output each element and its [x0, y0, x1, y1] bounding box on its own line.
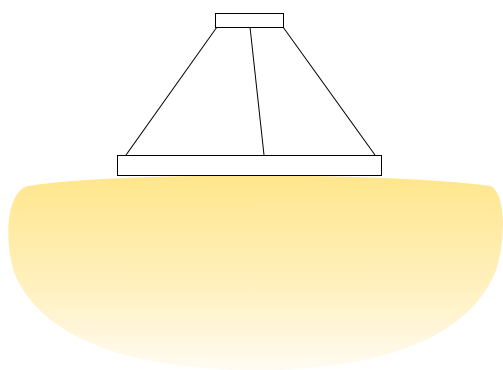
light-glow — [8, 176, 503, 370]
light-ring-fixture — [118, 156, 382, 176]
ceiling-canopy — [216, 14, 284, 28]
cable-right — [283, 27, 375, 155]
cable-center — [250, 27, 264, 155]
cable-left — [126, 27, 217, 155]
